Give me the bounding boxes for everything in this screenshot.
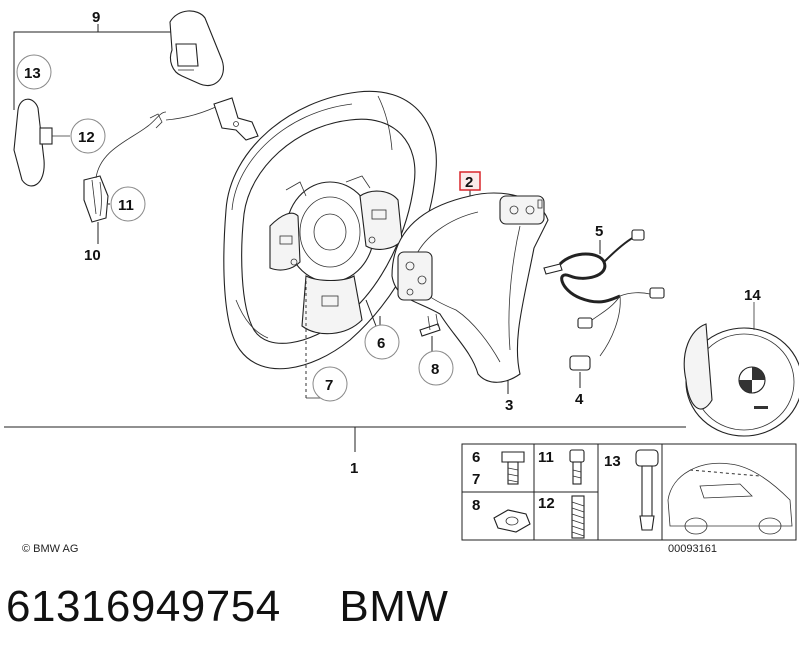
legend-13: 13 <box>604 453 621 470</box>
legend-12: 12 <box>538 495 555 512</box>
callout-8: 8 <box>431 361 439 378</box>
pin-icon <box>635 449 659 531</box>
assembly-line: 1 <box>4 426 686 477</box>
callout-10: 10 <box>84 247 101 264</box>
callout-3: 3 <box>505 397 513 414</box>
callout-7: 7 <box>325 377 333 394</box>
callout-2: 2 <box>465 174 473 191</box>
hardware-legend: 6 7 11 8 12 <box>461 443 797 541</box>
part-number-footer: 61316949754 BMW <box>6 582 448 632</box>
nut-icon <box>493 509 531 533</box>
part-number: 61316949754 <box>6 582 281 631</box>
callout-9: 9 <box>92 9 100 26</box>
callout-12: 12 <box>78 129 95 146</box>
legend-6: 6 <box>472 449 480 466</box>
wiring-harness <box>558 229 665 388</box>
callout-4: 4 <box>575 391 584 408</box>
image-code: 00093161 <box>668 543 717 555</box>
airbag-module <box>683 302 799 437</box>
steering-wheel <box>223 90 437 370</box>
bolt-icon <box>569 449 585 485</box>
legend-7: 7 <box>472 471 480 488</box>
callout-6: 6 <box>377 335 385 352</box>
screw-icon <box>501 451 525 485</box>
callout-14: 14 <box>744 287 761 304</box>
callout-11: 11 <box>118 197 134 214</box>
multifunction-trim <box>391 192 563 383</box>
switch-assembly-left <box>83 103 223 244</box>
legend-11: 11 <box>538 449 554 466</box>
legend-8: 8 <box>472 497 480 514</box>
shift-paddle-group <box>13 10 224 187</box>
wheel-bracket <box>213 97 259 141</box>
callout-5: 5 <box>595 223 603 240</box>
callout-13: 13 <box>24 65 41 82</box>
brand-name: BMW <box>339 582 449 631</box>
callouts: 9 13 12 11 10 2 5 14 6 8 7 3 4 <box>16 9 761 414</box>
callout-1: 1 <box>350 460 358 477</box>
copyright-text: © BMW AG <box>22 543 78 555</box>
callout-2-highlight <box>459 171 481 191</box>
spring-icon <box>571 495 585 539</box>
car-outline-icon <box>667 462 793 535</box>
